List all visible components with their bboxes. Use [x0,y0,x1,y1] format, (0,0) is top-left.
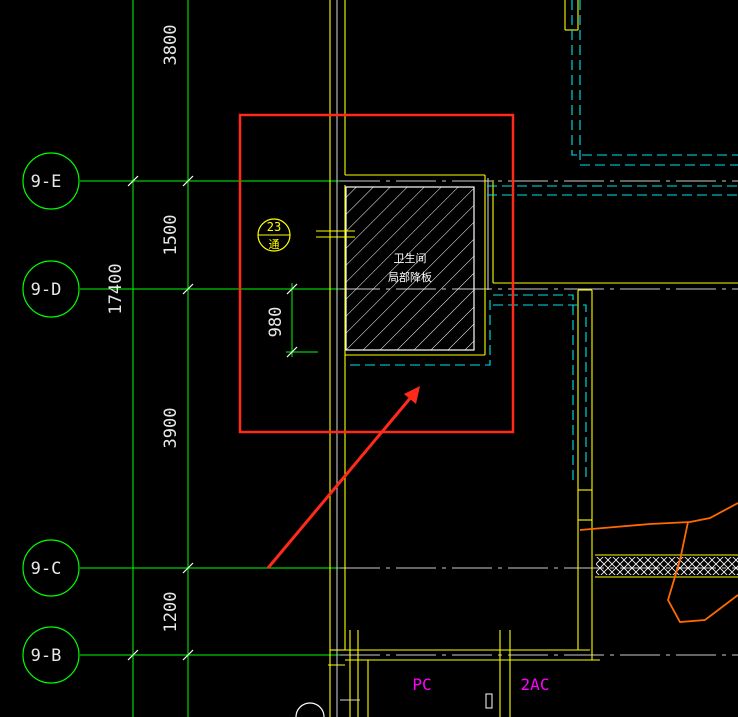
small-marker [485,693,493,709]
dimension-text-cb: 1200 [161,592,181,633]
slab-outline-dashed [345,0,738,480]
detail-sheet: 通 [269,238,280,251]
dimension-text-total: 17400 [106,263,126,314]
dimension-rails [132,0,189,717]
orange-boundary-line-2 [667,521,738,623]
label-pc: PC [412,675,431,694]
axis-label: 9-B [31,646,62,666]
detail-callout: 23 通 [257,218,355,252]
label-2ac: 2AC [521,675,550,694]
axis-lines [80,180,340,656]
dimension-ticks [127,175,194,661]
dimension-text-local: 980 [266,307,286,338]
axis-label: 9-E [31,172,62,192]
partial-bubble [295,702,325,717]
axis-bubble-9c: 9-C [22,539,80,597]
axis-bubble-9e: 9-E [22,152,80,210]
axis-bubble-9b: 9-B [22,626,80,684]
inner-lines [336,0,489,717]
room-label-line1: 卫生间 [394,251,427,265]
lowered-slab-hatch [345,186,475,351]
highlight-arrow [266,386,420,569]
highlight-box [238,113,515,434]
axis-label: 9-C [31,559,62,579]
room-label-line2: 局部降板 [388,270,432,284]
local-dimension: 980 [266,283,318,358]
dimension-text-top: 3800 [161,25,181,66]
detail-number: 23 [267,220,281,234]
orange-boundary-line [579,502,738,531]
dimension-text-dc: 3900 [161,408,181,449]
axis-label: 9-D [31,280,62,300]
dimension-text-ed: 1500 [161,215,181,256]
walls [328,0,738,717]
axis-bubble-9d: 9-D [22,260,80,318]
cross-hatch-band [596,557,738,575]
